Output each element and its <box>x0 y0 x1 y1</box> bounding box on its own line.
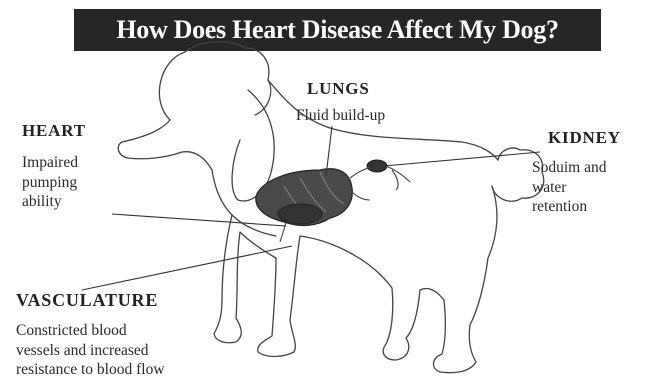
dog-head-outline <box>159 42 270 120</box>
dog-back-leg2-outline <box>383 288 444 360</box>
vasculature-label-desc: Constricted blood vessels and increased … <box>16 321 165 380</box>
dog-belly-outline <box>300 236 392 288</box>
heart-label-desc: Impaired pumping ability <box>22 153 78 212</box>
vasculature-pointer-line <box>82 246 292 290</box>
heart-pointer-line <box>112 214 286 226</box>
dog-rear-outline <box>470 186 497 325</box>
dog-front-leg-outline <box>258 236 300 357</box>
vasculature-label-title: VASCULATURE <box>16 290 158 311</box>
heart-label-title: HEART <box>22 121 86 141</box>
kidney-pointer-line <box>384 152 540 166</box>
dog-chest-outline <box>232 215 276 236</box>
lungs-label-title: LUNGS <box>307 79 370 99</box>
dog-neck-outline <box>212 170 232 215</box>
heart-lungs-organ <box>256 169 352 226</box>
lungs-label-desc: Fluid build-up <box>296 106 385 126</box>
kidney-label-desc: Soduim and water retention <box>532 158 607 217</box>
dog-muzzle-outline <box>118 120 212 170</box>
kidney-label-title: KIDNEY <box>548 128 621 148</box>
dog-back-leg-outline <box>433 300 476 373</box>
